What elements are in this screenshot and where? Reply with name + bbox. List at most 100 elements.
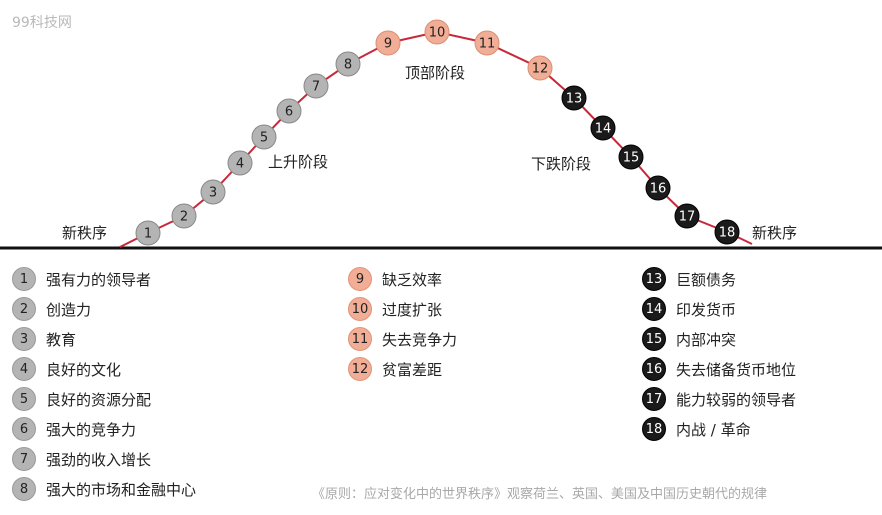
watermark: 99科技网	[12, 15, 72, 31]
legend-label-5: 良好的资源分配	[46, 390, 152, 409]
legend-label-17: 能力较弱的领导者	[676, 390, 797, 409]
legend-item-15: 15 内部冲突	[642, 324, 796, 354]
stage-node-1-circle	[135, 220, 161, 246]
stage-node-15-circle	[618, 144, 644, 170]
legend-badge-15: 15	[642, 327, 666, 351]
stage-node-4-circle	[227, 150, 253, 176]
legend-label-11: 失去竞争力	[382, 330, 458, 349]
stage-node-8-circle	[335, 51, 361, 77]
legend-item-17: 17 能力较弱的领导者	[642, 384, 796, 414]
stage-nodes: 1 2 3 4 5 6 7 8 9 10 11 12 13 14 15 16 1…	[135, 19, 740, 246]
stage-node-2-number: 2	[180, 210, 188, 225]
legend-label-13: 巨额债务	[676, 270, 737, 289]
stage-node-14: 14	[590, 115, 616, 141]
legend-label-6: 强大的竞争力	[46, 420, 137, 439]
legend-item-1: 1 强有力的领导者	[12, 264, 196, 294]
legend-label-1: 强有力的领导者	[46, 270, 152, 289]
stage-node-7-number: 7	[312, 80, 320, 95]
legend-badge-5: 5	[12, 387, 36, 411]
stage-node-7-circle	[303, 73, 329, 99]
legend-label-10: 过度扩张	[382, 300, 443, 319]
stage-node-3: 3	[200, 179, 226, 205]
legend-label-12: 贫富差距	[382, 360, 443, 379]
legend-item-7: 7 强劲的收入增长	[12, 444, 196, 474]
legend-label-15: 内部冲突	[676, 330, 737, 349]
legend-label-2: 创造力	[46, 300, 92, 319]
stage-node-17-number: 17	[679, 210, 696, 225]
legend-item-18: 18 内战 / 革命	[642, 414, 796, 444]
stage-node-9-number: 9	[384, 37, 392, 52]
source-caption: 《原则：应对变化中的世界秩序》观察荷兰、英国、美国及中国历史朝代的规律	[312, 487, 768, 502]
stage-node-2-circle	[171, 203, 197, 229]
stage-node-5-circle	[251, 124, 277, 150]
legend-label-4: 良好的文化	[46, 360, 122, 379]
legend-badge-8: 8	[12, 477, 36, 501]
stage-node-9-circle	[375, 30, 401, 56]
stage-node-9: 9	[375, 30, 401, 56]
stage-node-13-circle	[561, 85, 587, 111]
stage-node-17-circle	[674, 203, 700, 229]
stage-node-8: 8	[335, 51, 361, 77]
legend-item-8: 8 强大的市场和金融中心	[12, 474, 196, 504]
stage-node-8-number: 8	[344, 58, 352, 73]
label-top-phase: 顶部阶段	[405, 64, 465, 82]
stage-node-11: 11	[474, 30, 500, 56]
label-new-order-right: 新秩序	[752, 224, 797, 242]
stage-node-16-number: 16	[650, 182, 667, 197]
legend-label-16: 失去储备货币地位	[676, 360, 797, 379]
legend-badge-7: 7	[12, 447, 36, 471]
stage-node-6: 6	[276, 98, 302, 124]
stage-node-5-number: 5	[260, 131, 268, 146]
stage-node-5: 5	[251, 124, 277, 150]
legend-badge-4: 4	[12, 357, 36, 381]
stage-node-3-circle	[200, 179, 226, 205]
legend-badge-17: 17	[642, 387, 666, 411]
legend-badge-9: 9	[348, 267, 372, 291]
stage-node-10-number: 10	[429, 26, 446, 41]
legend-item-9: 9 缺乏效率	[348, 264, 457, 294]
stage-node-11-circle	[474, 30, 500, 56]
stage-node-1: 1	[135, 220, 161, 246]
stage-node-14-circle	[590, 115, 616, 141]
legend-badge-12: 12	[348, 357, 372, 381]
legend-badge-6: 6	[12, 417, 36, 441]
legend-item-3: 3 教育	[12, 324, 196, 354]
stage-node-18-number: 18	[719, 226, 736, 241]
legend-label-7: 强劲的收入增长	[46, 450, 152, 469]
stage-node-7: 7	[303, 73, 329, 99]
legend-item-2: 2 创造力	[12, 294, 196, 324]
legend-column-rise: 1 强有力的领导者 2 创造力 3 教育 4 良好的文化 5 良好的资源分配 6 强大的竞争…	[12, 264, 196, 504]
stage-node-1-number: 1	[144, 227, 152, 242]
legend-label-8: 强大的市场和金融中心	[46, 480, 197, 499]
label-rise-phase: 上升阶段	[268, 153, 328, 171]
legend-badge-3: 3	[12, 327, 36, 351]
legend-badge-16: 16	[642, 357, 666, 381]
legend-label-3: 教育	[46, 330, 77, 349]
legend-badge-18: 18	[642, 417, 666, 441]
label-decline-phase: 下跌阶段	[531, 155, 591, 173]
stage-node-11-number: 11	[479, 37, 496, 52]
legend-label-18: 内战 / 革命	[676, 420, 751, 439]
stage-node-18: 18	[714, 219, 740, 245]
stage-node-12: 12	[527, 55, 553, 81]
stage-node-6-number: 6	[285, 105, 293, 120]
stage-node-4-number: 4	[236, 157, 244, 172]
legend-label-9: 缺乏效率	[382, 270, 443, 289]
stage-node-12-number: 12	[532, 62, 549, 77]
legend-item-16: 16 失去储备货币地位	[642, 354, 796, 384]
stage-node-14-number: 14	[595, 122, 612, 137]
legend-label-14: 印发货币	[676, 300, 737, 319]
legend-badge-1: 1	[12, 267, 36, 291]
stage-node-10-circle	[424, 19, 450, 45]
legend-item-5: 5 良好的资源分配	[12, 384, 196, 414]
legend-badge-2: 2	[12, 297, 36, 321]
stage-node-6-circle	[276, 98, 302, 124]
stage-node-4: 4	[227, 150, 253, 176]
legend-item-12: 12 贫富差距	[348, 354, 457, 384]
